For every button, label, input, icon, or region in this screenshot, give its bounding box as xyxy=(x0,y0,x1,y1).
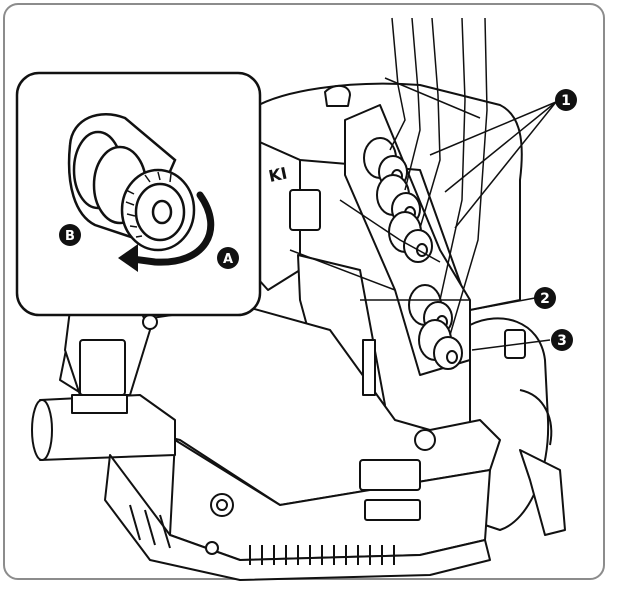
knurl xyxy=(125,201,135,206)
stand-leg xyxy=(519,449,566,536)
leader-line-1c xyxy=(454,101,557,229)
knurl-marks xyxy=(125,171,172,238)
thread-line xyxy=(404,17,421,191)
tension-dials xyxy=(363,137,463,370)
rib xyxy=(144,509,156,546)
inset-letter-a: A xyxy=(217,247,239,269)
leader-line-3 xyxy=(471,339,551,351)
callout-number: 1 xyxy=(561,93,571,109)
callout-badge xyxy=(534,287,556,309)
rib xyxy=(129,504,141,541)
dial-center xyxy=(446,350,458,364)
rotation-arrow xyxy=(121,191,215,266)
knurl xyxy=(126,213,136,217)
front-panel-plate-lower xyxy=(364,499,421,521)
base-screw xyxy=(205,541,219,555)
callout-number: 2 xyxy=(540,291,550,307)
thread-line xyxy=(449,17,488,336)
callout-3: 3 xyxy=(551,329,573,351)
rotation-arrowhead xyxy=(118,244,138,272)
head-side-cover xyxy=(289,189,321,231)
thread-line xyxy=(439,17,466,301)
thread-line xyxy=(389,17,406,151)
leader-lines xyxy=(429,101,557,351)
callout-1: 1 xyxy=(555,89,577,111)
knurl xyxy=(135,235,143,238)
rib xyxy=(159,514,171,549)
letter-badge xyxy=(217,247,239,269)
bed-thread-pole xyxy=(362,339,376,396)
inset-letter-b: B xyxy=(59,224,81,246)
inset-detail: A B xyxy=(15,71,262,317)
callout-2: 2 xyxy=(534,287,556,309)
knurl xyxy=(144,174,151,183)
knurl xyxy=(157,171,161,181)
callout-badge xyxy=(555,89,577,111)
cylinder-top-plate xyxy=(71,394,128,414)
dial-center-hole xyxy=(151,199,173,225)
letter-label: B xyxy=(65,229,75,244)
letter-badge xyxy=(59,224,81,246)
leader-line-2 xyxy=(469,297,536,311)
front-knob xyxy=(414,429,436,451)
letter-label: A xyxy=(223,252,233,267)
knurl xyxy=(125,189,135,195)
presser-screw xyxy=(142,314,158,330)
front-panel-plate xyxy=(359,459,421,491)
thread-line xyxy=(419,17,441,229)
thread-run xyxy=(289,249,396,291)
knurl xyxy=(169,173,172,183)
cylinder-end xyxy=(31,399,53,461)
thread-guide-bar xyxy=(384,77,481,119)
machine-arm xyxy=(249,82,523,311)
threads xyxy=(289,17,488,336)
arm-top-boss xyxy=(324,84,351,107)
thread-run xyxy=(339,199,441,263)
callout-number: 3 xyxy=(557,333,567,349)
base-ribs xyxy=(129,504,395,565)
brand-fragment: KI xyxy=(267,164,289,186)
knurl xyxy=(129,225,138,228)
needle-bar-cover xyxy=(79,339,126,396)
leader-line-1a xyxy=(429,101,557,156)
pulley-edge xyxy=(519,389,553,446)
callout-badge xyxy=(551,329,573,351)
lower-dial-center xyxy=(216,499,228,511)
leader-line-1b xyxy=(444,101,557,193)
tension-dial-5 xyxy=(418,319,463,370)
machine-body xyxy=(31,82,566,581)
